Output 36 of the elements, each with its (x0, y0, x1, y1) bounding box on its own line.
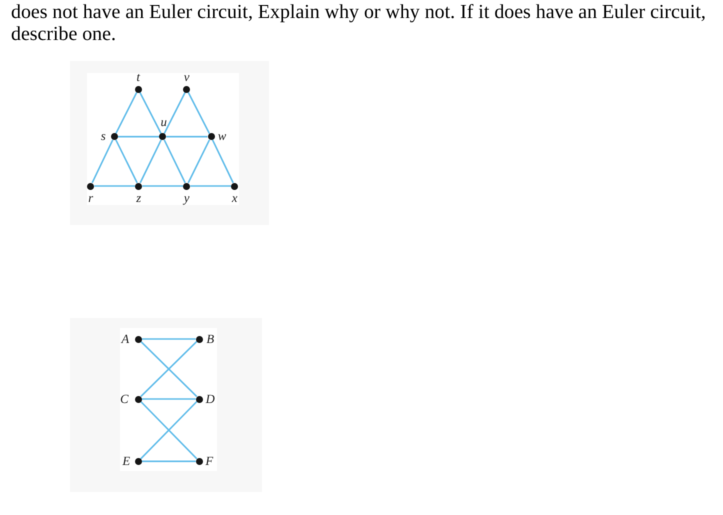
vertex-label: s (100, 129, 106, 142)
question-text: does not have an Euler circuit, Explain why or why not. If it does have an Euler circuit, describe one. (11, 1, 707, 45)
graph-edge (142, 460, 196, 462)
vertex-label: y (184, 192, 190, 204)
graph-edge (164, 92, 186, 134)
graph-edge (142, 185, 184, 187)
graph-edge (188, 139, 210, 184)
vertex-label: B (206, 332, 214, 346)
graph-edge (164, 139, 186, 184)
vertex-label: F (205, 455, 214, 468)
graph-edge (115, 139, 138, 184)
graph-edge (166, 136, 208, 138)
vertex-label: C (120, 392, 128, 406)
vertex-label: E (122, 455, 130, 468)
vertex-label: u (160, 115, 167, 128)
graph-edge (94, 185, 136, 187)
vertex-label: x (232, 192, 238, 204)
graph-edge (91, 140, 114, 184)
vertex-label: r (88, 192, 94, 204)
graph-edge (139, 92, 162, 134)
graph-edge (140, 139, 162, 184)
graph-edge (212, 140, 234, 184)
vertex-label: t (136, 71, 140, 84)
vertex-label: D (206, 392, 215, 406)
vertex-label: w (218, 129, 226, 142)
graph-edge (190, 185, 232, 187)
graph-edge (118, 136, 160, 138)
crossed-edges (140, 400, 198, 460)
graph-edge (115, 92, 138, 134)
graph-edge (142, 338, 196, 340)
crossed-edges (140, 340, 198, 398)
vertex-label: z (136, 192, 142, 204)
graph-edge (142, 398, 196, 400)
graph-edge (188, 92, 210, 134)
vertex-label: A (121, 332, 130, 346)
vertex-label: v (184, 71, 190, 84)
